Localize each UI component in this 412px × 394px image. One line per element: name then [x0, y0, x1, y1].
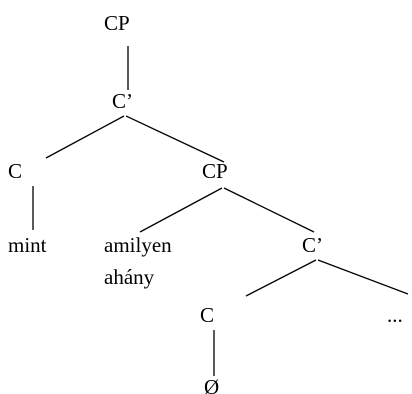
branch-cp-to-cbar-lower [223, 187, 315, 233]
node-c-head: C [8, 159, 22, 183]
node-root-cp: CP [104, 11, 130, 35]
leaf-complement-ellipsis: ... [387, 303, 403, 327]
leaf-null-element: Ø [204, 375, 219, 394]
leaf-ahany: ahány [104, 265, 155, 289]
node-embedded-cbar: C’ [302, 233, 323, 257]
branch-cbar-to-complement [317, 259, 409, 295]
node-root-cbar: C’ [112, 89, 133, 113]
branch-cbar-to-c [45, 115, 125, 159]
leaf-mint: mint [8, 233, 47, 257]
node-embedded-c: C [200, 303, 214, 327]
branch-cbar-to-c-lower [245, 259, 317, 297]
node-embedded-cp: CP [202, 159, 228, 183]
branch-cp-to-spec [139, 187, 223, 233]
leaf-amilyen: amilyen [104, 233, 172, 257]
branch-cbar-to-cp [125, 115, 225, 163]
